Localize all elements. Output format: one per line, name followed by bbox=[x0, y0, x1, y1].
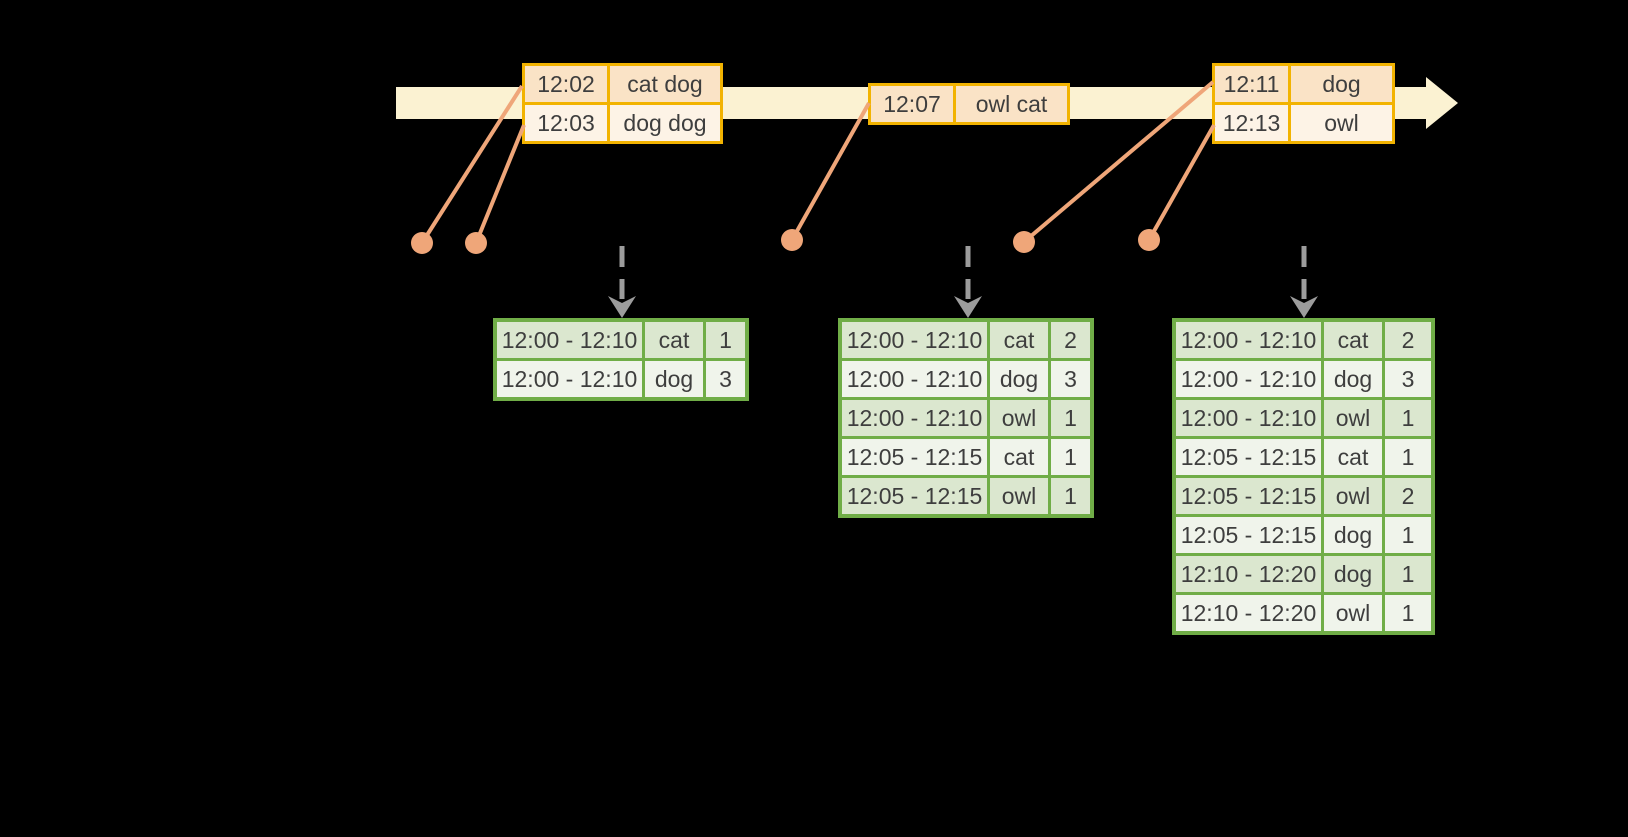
table-cell: 12:05 - 12:15 bbox=[842, 478, 987, 514]
table-cell: 1 bbox=[1385, 595, 1431, 631]
table-cell: 12:11 bbox=[1215, 66, 1288, 102]
table-cell: cat bbox=[645, 322, 703, 358]
table-cell: 1 bbox=[1051, 478, 1090, 514]
table-cell: cat dog bbox=[610, 66, 720, 102]
event-dot-icon bbox=[411, 232, 433, 254]
trigger-arrow-icon bbox=[608, 246, 636, 318]
table-cell: 12:05 - 12:15 bbox=[1176, 478, 1321, 514]
event-dot-icon bbox=[1138, 229, 1160, 251]
table-cell: owl bbox=[1291, 105, 1392, 141]
table-cell: dog bbox=[990, 361, 1048, 397]
event-leader-line bbox=[790, 102, 871, 241]
table-cell: 2 bbox=[1051, 322, 1090, 358]
table-cell: 12:05 - 12:15 bbox=[1176, 517, 1321, 553]
event-leader-line bbox=[1147, 124, 1216, 241]
table-cell: 12:00 - 12:10 bbox=[842, 361, 987, 397]
table-cell: 2 bbox=[1385, 322, 1431, 358]
event-dot-icon bbox=[465, 232, 487, 254]
table-cell: cat bbox=[990, 439, 1048, 475]
table-cell: 12:00 - 12:10 bbox=[497, 361, 642, 397]
table-cell: 1 bbox=[1385, 400, 1431, 436]
table-cell: owl bbox=[1324, 478, 1382, 514]
table-cell: 1 bbox=[706, 322, 745, 358]
table-cell: 12:02 bbox=[525, 66, 607, 102]
table-cell: 1 bbox=[1385, 556, 1431, 592]
table-cell: 1 bbox=[1051, 400, 1090, 436]
table-cell: 12:00 - 12:10 bbox=[1176, 322, 1321, 358]
table-cell: 12:07 bbox=[871, 86, 953, 122]
table-cell: owl bbox=[990, 400, 1048, 436]
table-cell: 12:00 - 12:10 bbox=[842, 400, 987, 436]
table-cell: 12:03 bbox=[525, 105, 607, 141]
table-cell: 12:05 - 12:15 bbox=[842, 439, 987, 475]
table-cell: owl bbox=[1324, 400, 1382, 436]
table-cell: 12:10 - 12:20 bbox=[1176, 556, 1321, 592]
table-cell: dog bbox=[1324, 556, 1382, 592]
table-cell: 12:05 - 12:15 bbox=[1176, 439, 1321, 475]
event-dot-icon bbox=[781, 229, 803, 251]
table-cell: cat bbox=[990, 322, 1048, 358]
table-cell: 12:10 - 12:20 bbox=[1176, 595, 1321, 631]
table-cell: 12:00 - 12:10 bbox=[842, 322, 987, 358]
table-cell: 1 bbox=[1051, 439, 1090, 475]
table-cell: 2 bbox=[1385, 478, 1431, 514]
table-cell: 12:00 - 12:10 bbox=[1176, 361, 1321, 397]
table-cell: cat bbox=[1324, 439, 1382, 475]
table-cell: cat bbox=[1324, 322, 1382, 358]
table-cell: owl bbox=[990, 478, 1048, 514]
table-cell: dog bbox=[1324, 517, 1382, 553]
timeline-arrowhead-icon bbox=[1426, 77, 1458, 129]
table-cell: 12:13 bbox=[1215, 105, 1288, 141]
table-cell: owl cat bbox=[956, 86, 1067, 122]
table-cell: dog dog bbox=[610, 105, 720, 141]
table-cell: 3 bbox=[1051, 361, 1090, 397]
table-cell: 3 bbox=[1385, 361, 1431, 397]
trigger-arrow-icon bbox=[1290, 246, 1318, 318]
table-cell: dog bbox=[645, 361, 703, 397]
table-cell: 1 bbox=[1385, 439, 1431, 475]
table-cell: dog bbox=[1324, 361, 1382, 397]
event-dot-icon bbox=[1013, 231, 1035, 253]
table-cell: 12:00 - 12:10 bbox=[1176, 400, 1321, 436]
table-cell: 1 bbox=[1385, 517, 1431, 553]
table-cell: 3 bbox=[706, 361, 745, 397]
trigger-arrow-icon bbox=[954, 246, 982, 318]
table-cell: dog bbox=[1291, 66, 1392, 102]
table-cell: owl bbox=[1324, 595, 1382, 631]
event-leader-line bbox=[474, 124, 526, 244]
table-cell: 12:00 - 12:10 bbox=[497, 322, 642, 358]
